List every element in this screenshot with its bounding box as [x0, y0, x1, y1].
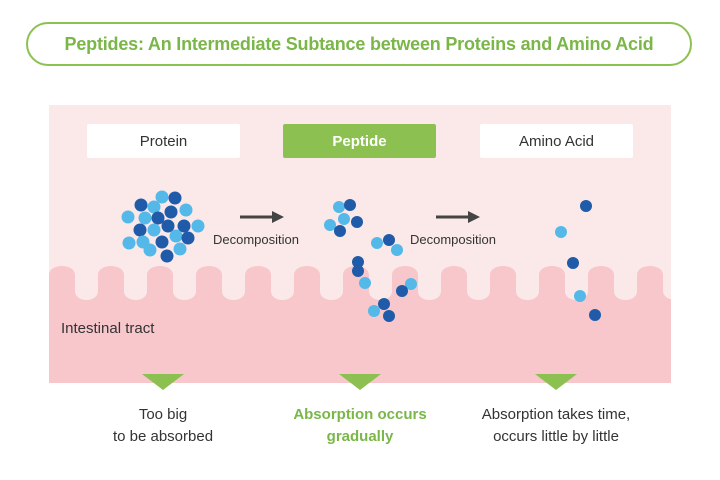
- molecule: [338, 213, 350, 225]
- molecule: [181, 231, 195, 245]
- molecule: [143, 243, 157, 257]
- absorption-marker-amino-acid: [535, 374, 577, 390]
- caption-line: occurs little by little: [493, 428, 619, 445]
- molecule: [173, 242, 187, 256]
- molecule: [574, 290, 586, 302]
- molecule: [164, 205, 178, 219]
- molecule: [351, 216, 363, 228]
- molecule: [324, 219, 336, 231]
- molecule: [391, 244, 403, 256]
- decomposition-arrow-2: [436, 211, 480, 223]
- molecule: [352, 265, 364, 277]
- molecule: [133, 223, 147, 237]
- molecule: [147, 200, 161, 214]
- caption-line: Absorption occurs: [293, 406, 427, 423]
- protein-cluster: [121, 190, 205, 263]
- molecule: [378, 298, 390, 310]
- arrow-label-decomposition-2: Decomposition: [410, 232, 496, 247]
- decomposition-arrow-1: [240, 211, 284, 223]
- molecule: [555, 226, 567, 238]
- amino-acid-molecules: [555, 200, 601, 321]
- stage-label-protein: Protein: [87, 124, 240, 158]
- arrow-label-decomposition-1: Decomposition: [213, 232, 299, 247]
- molecule: [155, 190, 169, 204]
- diagram-title: Peptides: An Intermediate Subtance betwe…: [64, 33, 654, 54]
- molecule: [121, 210, 135, 224]
- molecule: [177, 219, 191, 233]
- caption-line: Too big: [138, 406, 188, 423]
- molecule: [191, 219, 205, 233]
- molecule: [580, 200, 592, 212]
- absorption-marker-protein: [142, 374, 184, 390]
- peptide-chains: [324, 199, 417, 322]
- molecule: [122, 236, 136, 250]
- molecule: [155, 235, 169, 249]
- molecule: [344, 199, 356, 211]
- caption-amino-acid: Absorption takes time, occurs little by …: [461, 404, 651, 448]
- caption-protein: Too big to be absorbed: [68, 404, 258, 448]
- molecule: [134, 198, 148, 212]
- caption-line: Absorption takes time,: [481, 406, 631, 423]
- molecule: [334, 225, 346, 237]
- molecule: [169, 229, 183, 243]
- caption-line: gradually: [326, 428, 394, 445]
- title-banner: Peptides: An Intermediate Subtance betwe…: [26, 22, 692, 66]
- molecule: [396, 285, 408, 297]
- molecule: [352, 256, 364, 268]
- molecule: [333, 201, 345, 213]
- molecule: [371, 237, 383, 249]
- molecule: [383, 234, 395, 246]
- molecule: [160, 249, 174, 263]
- caption-line: to be absorbed: [112, 428, 214, 445]
- molecule: [179, 203, 193, 217]
- molecule: [168, 191, 182, 205]
- intestinal-wall: [49, 266, 671, 383]
- molecule: [151, 211, 165, 225]
- molecule: [138, 211, 152, 225]
- molecule: [567, 257, 579, 269]
- stage-label-peptide: Peptide: [283, 124, 436, 158]
- molecule: [161, 219, 175, 233]
- caption-peptide: Absorption occurs gradually: [265, 404, 455, 448]
- molecule: [147, 223, 161, 237]
- molecule: [359, 277, 371, 289]
- molecule: [589, 309, 601, 321]
- molecule: [405, 278, 417, 290]
- absorption-marker-peptide: [339, 374, 381, 390]
- intestinal-tract-label: Intestinal tract: [61, 320, 155, 337]
- molecule: [368, 305, 380, 317]
- stage-label-amino-acid: Amino Acid: [480, 124, 633, 158]
- molecule: [383, 310, 395, 322]
